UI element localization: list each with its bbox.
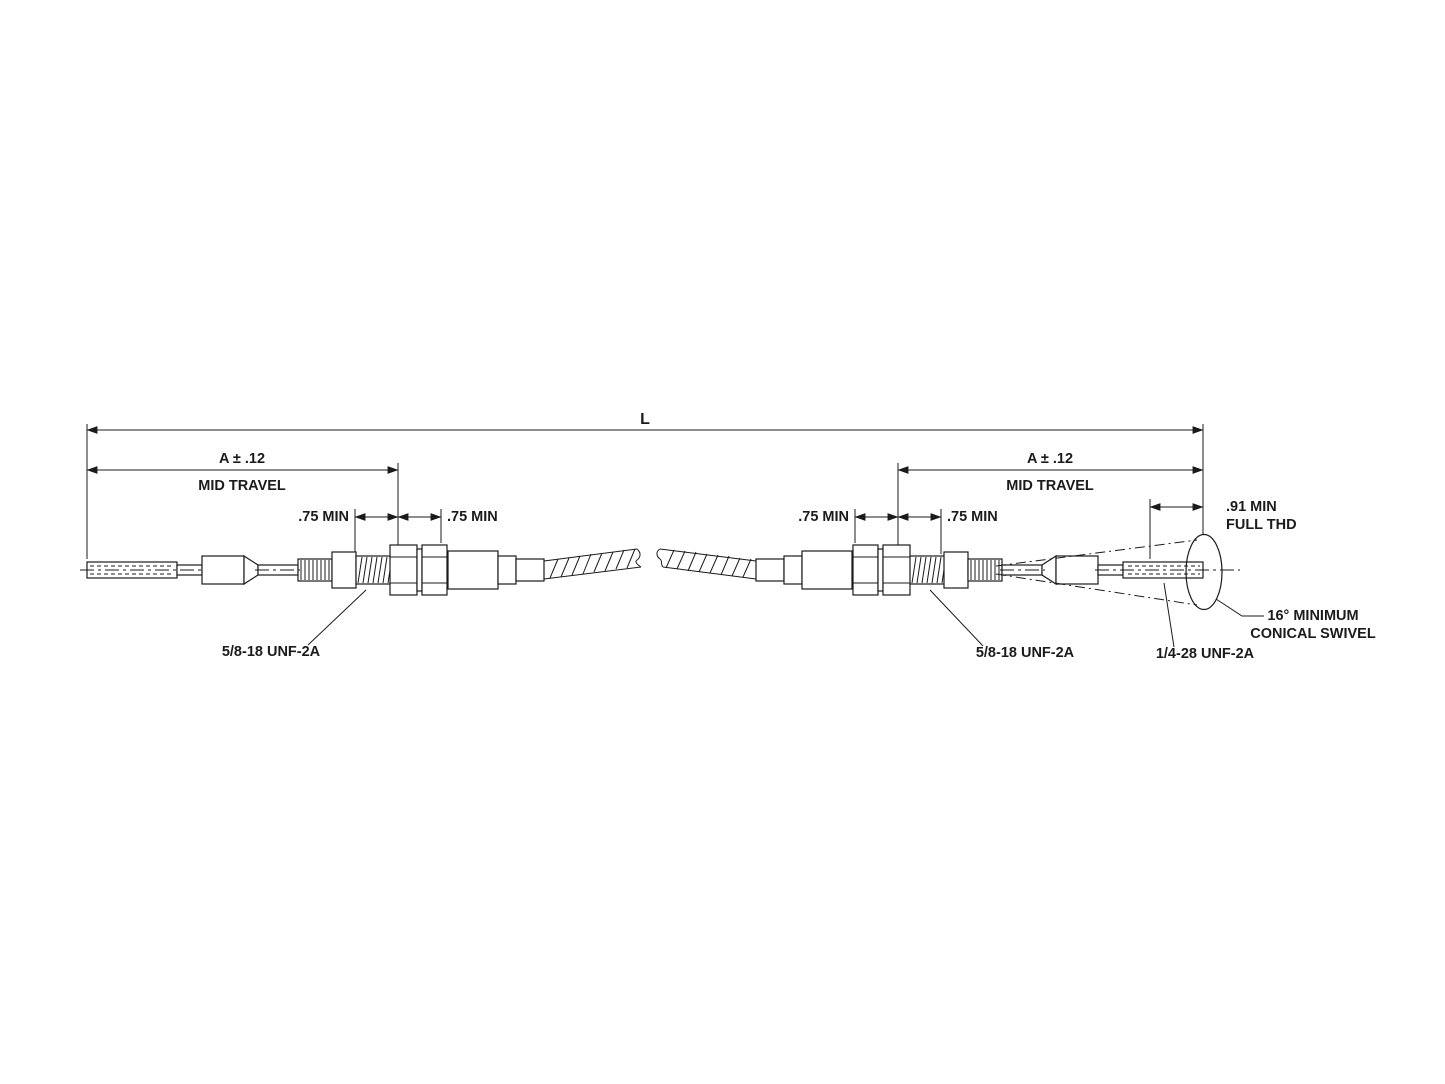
right-barrel-step (783, 555, 803, 585)
full-thread-sub-label: FULL THD (1226, 517, 1297, 533)
swivel-ellipse (1185, 533, 1223, 611)
right-rope-break (656, 548, 664, 568)
swivel-callout-line2: CONICAL SWIVEL (1250, 626, 1376, 642)
right-hex-nut-1-facets (883, 556, 910, 584)
left-thread-stub (297, 558, 333, 582)
left-wire-rope (543, 548, 642, 580)
left-mid-travel-sub-label: MID TRAVEL (198, 478, 286, 494)
right-stub-thread-hatch (970, 560, 1000, 580)
left-hex-nut-2 (421, 544, 448, 596)
left-thread-inner-label: .75 MIN (447, 509, 498, 525)
leader-right-bulkhead-thread (929, 589, 984, 647)
left-rope-twist-hatch (549, 548, 636, 579)
leader-lines (307, 582, 1264, 648)
left-conduit (515, 558, 545, 582)
right-thread-stub (967, 558, 1003, 582)
left-hex-nut-2-facets (422, 556, 447, 584)
right-washer (877, 548, 884, 592)
left-barrel (447, 550, 499, 590)
left-conduit-cap (331, 551, 357, 589)
right-hex-nut-2 (852, 544, 879, 596)
full-thread-min-label: .91 MIN (1226, 499, 1277, 515)
right-mid-travel-sub-label: MID TRAVEL (1006, 478, 1094, 494)
left-hex-nut-1 (389, 544, 418, 596)
left-hex-nut-1-facets (390, 556, 417, 584)
left-thread-outer-label: .75 MIN (298, 509, 349, 525)
left-assembly (80, 544, 642, 596)
right-barrel (801, 550, 853, 590)
right-rope-twist-hatch (665, 549, 752, 578)
left-tube-thread-hatch (357, 556, 393, 584)
dimension-lines (86, 426, 1204, 521)
swivel-callout-line1: 16° MINIMUM (1267, 608, 1358, 624)
leader-left-bulkhead-thread (307, 589, 367, 646)
right-rope-bottom-edge (662, 566, 757, 580)
right-conduit (755, 558, 785, 582)
right-bulkhead-thread-callout: 5/8-18 UNF-2A (976, 645, 1075, 661)
right-thread-inner-label: .75 MIN (798, 509, 849, 525)
extension-lines (86, 424, 1204, 559)
right-swage-fitting (1055, 555, 1099, 585)
left-rope-bottom-edge (543, 566, 642, 580)
left-mid-travel-dim-label: A ± .12 (219, 451, 265, 467)
right-wire-rope (656, 548, 757, 580)
right-tube-thread-hatch (911, 556, 946, 584)
left-stub-thread-hatch (300, 560, 330, 580)
leader-rod-end-thread (1163, 582, 1175, 648)
right-hex-nut-2-facets (853, 556, 878, 584)
left-bulkhead-thread-callout: 5/8-18 UNF-2A (222, 644, 321, 660)
conical-swivel (995, 533, 1223, 611)
right-hex-nut-1 (882, 544, 911, 596)
left-swage-fitting (201, 555, 245, 585)
right-conduit-cap (943, 551, 969, 589)
swivel-cone-upper-line (995, 539, 1198, 567)
leader-conical-swivel (1215, 598, 1264, 617)
right-rod-thread-dashes (1128, 565, 1200, 575)
left-washer (416, 548, 423, 592)
overall-length-label: L (640, 411, 650, 428)
right-assembly (656, 544, 1240, 596)
rod-end-thread-callout: 1/4-28 UNF-2A (1156, 646, 1255, 662)
right-mid-travel-dim-label: A ± .12 (1027, 451, 1073, 467)
left-barrel-step (497, 555, 517, 585)
left-rope-break (635, 548, 642, 568)
swivel-cone-lower-line (995, 573, 1198, 606)
right-thread-outer-label: .75 MIN (947, 509, 998, 525)
labels: L A ± .12 MID TRAVEL A ± .12 MID TRAVEL … (198, 411, 1376, 662)
left-rod-thread-dashes (90, 565, 174, 575)
